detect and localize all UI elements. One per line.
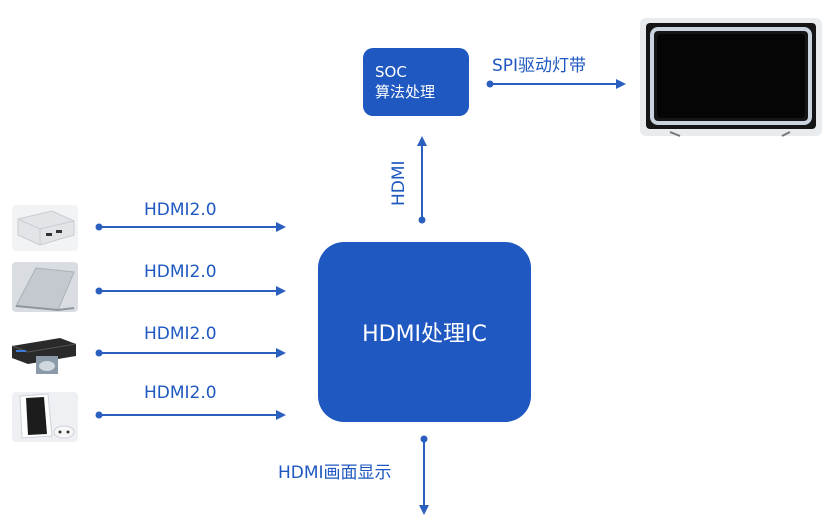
blu-ray-player-icon <box>10 330 78 378</box>
soc-line-1: SOC <box>375 63 407 81</box>
soc-box: SOC 算法处理 <box>363 48 469 116</box>
input-label-3: HDMI2.0 <box>144 324 217 344</box>
input-arrow-1 <box>95 222 286 232</box>
spi-label: SPI驱动灯带 <box>492 56 587 76</box>
input-label-1: HDMI2.0 <box>144 200 217 220</box>
hdmi-up-arrow <box>417 136 427 224</box>
hdmi-vertical-label: HDMI <box>389 160 409 206</box>
input-label-4: HDMI2.0 <box>144 383 217 403</box>
set-top-box-icon <box>12 205 78 251</box>
game-console-icon <box>12 392 78 442</box>
hdmi-ic-box: HDMI处理IC <box>318 242 531 422</box>
input-arrow-3 <box>95 348 286 358</box>
input-arrow-2 <box>95 286 286 296</box>
laptop-icon <box>12 262 78 312</box>
hdmi-out-arrow <box>419 435 429 515</box>
spi-arrow <box>486 79 626 89</box>
hdmi-ic-label: HDMI处理IC <box>362 322 487 347</box>
soc-line-2: 算法处理 <box>375 83 436 101</box>
input-arrow-4 <box>95 410 286 420</box>
input-label-2: HDMI2.0 <box>144 262 217 282</box>
tv-icon <box>640 18 822 137</box>
hdmi-out-label: HDMI画面显示 <box>278 463 392 483</box>
